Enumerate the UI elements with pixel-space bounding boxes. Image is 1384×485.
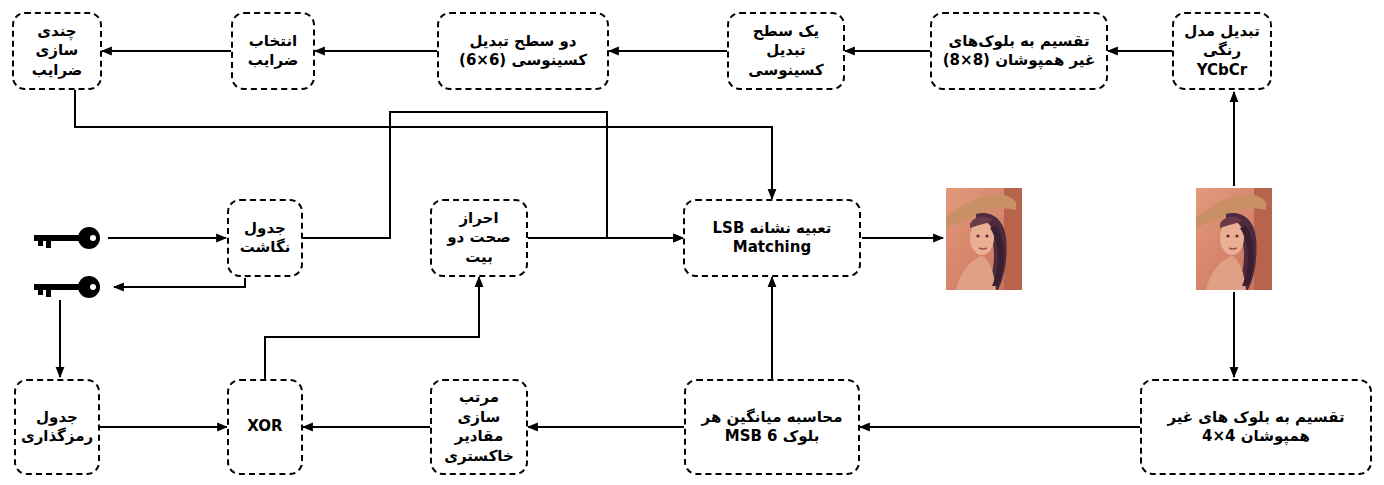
key-arrow [114, 278, 245, 287]
key-icon [34, 227, 100, 249]
process-box: مرتب سازی مقادیر خاکستری [430, 379, 528, 475]
box-label: چندی سازی ضرایب [20, 22, 94, 81]
box-label: انتخاب ضرایب [239, 32, 307, 71]
process-box: احراز صحت دو بیت [430, 199, 528, 277]
key-icon [34, 276, 100, 298]
flow-arrow [303, 426, 430, 428]
process-box: دو سطح تبدیل کسینوسی (6×6) [437, 12, 609, 90]
box-label: جدول رمزگذاری [21, 408, 93, 447]
process-box: چندی سازی ضرایب [12, 12, 102, 90]
box-label: تقسیم به بلوک های غیر همپوشان 4×4 [1148, 408, 1364, 447]
flow-arrow [75, 90, 772, 199]
box-label: جدول نگاشت [235, 219, 295, 258]
key-arrow [59, 300, 61, 377]
process-box: جدول رمزگذاری [14, 379, 100, 475]
box-label: احراز صحت دو بیت [438, 209, 520, 268]
box-label: دو سطح تبدیل کسینوسی (6×6) [445, 32, 601, 71]
process-box: جدول نگاشت [227, 199, 303, 277]
flow-arrow [609, 50, 727, 52]
flow-arrow [528, 426, 684, 428]
box-label: مرتب سازی مقادیر خاکستری [438, 388, 520, 466]
image-arrow [1233, 92, 1235, 186]
input-image [1196, 188, 1272, 290]
process-box: تقسیم به بلوک‌های غیر همپوشان (8×8) [930, 12, 1108, 90]
flow-arrow [1108, 50, 1172, 52]
process-box: یک سطح تبدیل کسینوسی [727, 12, 845, 90]
flow-arrow [102, 50, 231, 52]
image-arrow [1233, 292, 1235, 377]
process-box: انتخاب ضرایب [231, 12, 315, 90]
flow-arrow [845, 50, 930, 52]
box-label: تبدیل مدل رنگی YCbCr [1180, 22, 1264, 81]
process-box: تعبیه نشانه LSB Matching [683, 199, 861, 277]
process-box: تقسیم به بلوک های غیر همپوشان 4×4 [1140, 379, 1372, 475]
flow-arrow [315, 50, 437, 52]
process-box: XOR [227, 379, 303, 475]
flow-arrow [860, 426, 1140, 428]
key-arrow [108, 237, 226, 239]
flow-arrow [771, 277, 773, 379]
process-box: محاسبه میانگین هر بلوک 6 MSB [684, 379, 860, 475]
box-label: یک سطح تبدیل کسینوسی [735, 22, 837, 81]
box-label: محاسبه میانگین هر بلوک 6 MSB [692, 408, 852, 447]
box-label: XOR [247, 417, 282, 437]
flow-arrow [100, 426, 227, 428]
watermarked-image [946, 188, 1022, 290]
flow-arrow [528, 237, 683, 239]
box-label: تعبیه نشانه LSB Matching [691, 219, 853, 258]
flow-arrow [265, 277, 479, 379]
box-label: تقسیم به بلوک‌های غیر همپوشان (8×8) [938, 32, 1100, 71]
process-box: تبدیل مدل رنگی YCbCr [1172, 12, 1272, 90]
image-arrow [862, 237, 943, 239]
